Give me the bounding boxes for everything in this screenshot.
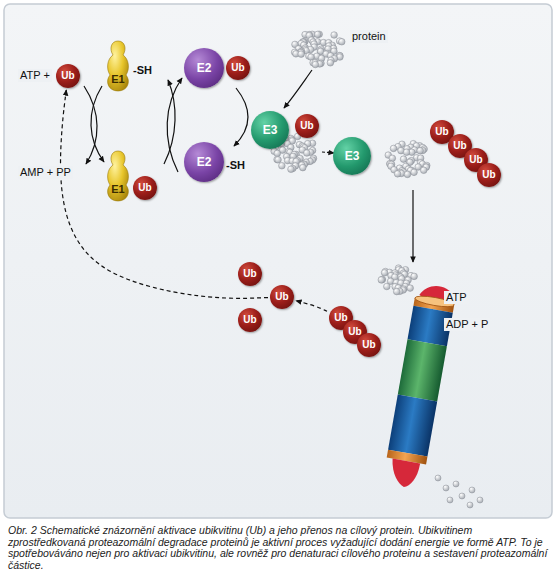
recycling-arrow bbox=[296, 301, 327, 312]
amino-acid-bead bbox=[393, 288, 400, 295]
peptide-fragment bbox=[453, 481, 459, 487]
ubiquitin-ball: Ub bbox=[295, 114, 319, 138]
amino-acid-bead bbox=[404, 171, 411, 178]
figure-panel bbox=[4, 4, 552, 518]
e1-shape bbox=[108, 41, 129, 91]
ubiquitin-ball: Ub bbox=[56, 64, 80, 88]
ubiquitin-ball: Ub bbox=[226, 56, 250, 80]
enzyme-label: Ub bbox=[435, 127, 448, 137]
e2-enzyme: E2-SH bbox=[184, 142, 224, 182]
enzyme-label: Ub bbox=[275, 292, 288, 302]
amino-acid-bead bbox=[312, 61, 319, 68]
amino-acid-bead bbox=[390, 145, 397, 152]
figure-caption: Obr. 2 Schematické znázornění aktivace u… bbox=[8, 525, 549, 571]
ubiquitin-ball: Ub bbox=[477, 163, 501, 187]
amino-acid-bead bbox=[381, 269, 388, 276]
peptide-fragment bbox=[469, 487, 475, 493]
amino-acid-bead bbox=[378, 277, 385, 284]
peptide-fragment bbox=[477, 497, 483, 503]
ubiquitin-ball: Ub bbox=[238, 262, 262, 286]
degradation-arrow bbox=[412, 190, 413, 262]
amino-acid-bead bbox=[299, 164, 306, 171]
peptide-fragments bbox=[435, 475, 483, 508]
amino-acid-bead bbox=[274, 150, 281, 157]
proteasome-cap bbox=[388, 459, 420, 489]
enzyme-label: Ub bbox=[300, 121, 313, 131]
e2-enzyme: E2 bbox=[184, 48, 224, 88]
protein-cluster bbox=[291, 31, 345, 68]
enzyme-label: Ub bbox=[334, 313, 347, 323]
reaction-label: ADP + P bbox=[444, 318, 490, 331]
amino-acid-bead bbox=[411, 169, 418, 176]
amino-acid-bead bbox=[298, 51, 305, 58]
ubiquitin-ball: Ub bbox=[270, 285, 294, 309]
peptide-fragment bbox=[467, 502, 473, 508]
peptide-fragment bbox=[443, 485, 449, 491]
peptide-fragment bbox=[459, 493, 465, 499]
reaction-label: AMP + PP bbox=[18, 166, 73, 179]
e1-enzyme: E1 bbox=[105, 150, 131, 202]
amino-acid-bead bbox=[379, 276, 386, 283]
reaction-arrow bbox=[167, 78, 182, 172]
reaction-arrow bbox=[234, 88, 248, 146]
enzyme-label: Ub bbox=[243, 269, 256, 279]
reaction-label: ATP + bbox=[18, 69, 52, 82]
thiol-group-label: -SH bbox=[133, 65, 152, 76]
amino-acid-bead bbox=[288, 166, 295, 173]
amino-acid-bead bbox=[331, 32, 338, 39]
peptide-fragment bbox=[447, 497, 453, 503]
amino-acid-bead bbox=[403, 149, 410, 156]
ubiquitin-ball: Ub bbox=[357, 333, 381, 357]
e1-shape bbox=[108, 151, 129, 201]
amino-acid-bead bbox=[327, 60, 334, 67]
amino-acid-bead bbox=[417, 147, 424, 154]
enzyme-label: E2 bbox=[197, 156, 212, 168]
amino-acid-bead bbox=[407, 285, 414, 292]
amino-acid-bead bbox=[383, 283, 390, 290]
amino-acid-bead bbox=[275, 157, 282, 164]
protein-cluster bbox=[385, 140, 430, 177]
peptide-fragment bbox=[435, 475, 441, 481]
amino-acid-bead bbox=[420, 167, 427, 174]
thiol-group-label: -SH bbox=[226, 160, 245, 171]
enzyme-label: E1 bbox=[111, 184, 124, 195]
reaction-label: ATP bbox=[444, 291, 469, 304]
amino-acid-bead bbox=[394, 171, 401, 178]
ubiquitin-ball: Ub bbox=[238, 308, 262, 332]
enzyme-label: E3 bbox=[263, 124, 278, 136]
proteasome-band bbox=[398, 339, 447, 401]
ubiquitin-ball: Ub bbox=[133, 176, 157, 200]
e3-ligase: E3 bbox=[333, 137, 371, 175]
enzyme-label: Ub bbox=[243, 315, 256, 325]
e3-ligase: E3 bbox=[251, 111, 289, 149]
enzyme-label: Ub bbox=[231, 63, 244, 73]
enzyme-label: E2 bbox=[197, 62, 212, 74]
reaction-arrow bbox=[284, 70, 312, 108]
reaction-arrow bbox=[91, 86, 104, 162]
enzyme-label: Ub bbox=[362, 340, 375, 350]
protein-cluster bbox=[378, 265, 417, 295]
enzyme-label: E3 bbox=[345, 150, 360, 162]
e1-enzyme: E1-SH bbox=[105, 40, 131, 92]
enzyme-label: Ub bbox=[138, 183, 151, 193]
amino-acid-bead bbox=[411, 273, 418, 280]
enzyme-label: Ub bbox=[61, 71, 74, 81]
proteasome bbox=[382, 282, 457, 490]
enzyme-label: Ub bbox=[469, 155, 482, 165]
amino-acid-bead bbox=[279, 162, 286, 169]
amino-acid-bead bbox=[304, 150, 311, 157]
recycling-arrow bbox=[61, 90, 268, 298]
reaction-label: protein bbox=[350, 30, 388, 43]
enzyme-label: E1 bbox=[111, 74, 124, 85]
reaction-arrows bbox=[84, 70, 440, 324]
amino-acid-bead bbox=[400, 156, 407, 163]
enzyme-label: Ub bbox=[482, 170, 495, 180]
enzyme-label: Ub bbox=[453, 141, 466, 151]
proteasome-band bbox=[388, 394, 437, 456]
amino-acid-bead bbox=[314, 31, 321, 38]
amino-acid-bead bbox=[338, 38, 345, 45]
